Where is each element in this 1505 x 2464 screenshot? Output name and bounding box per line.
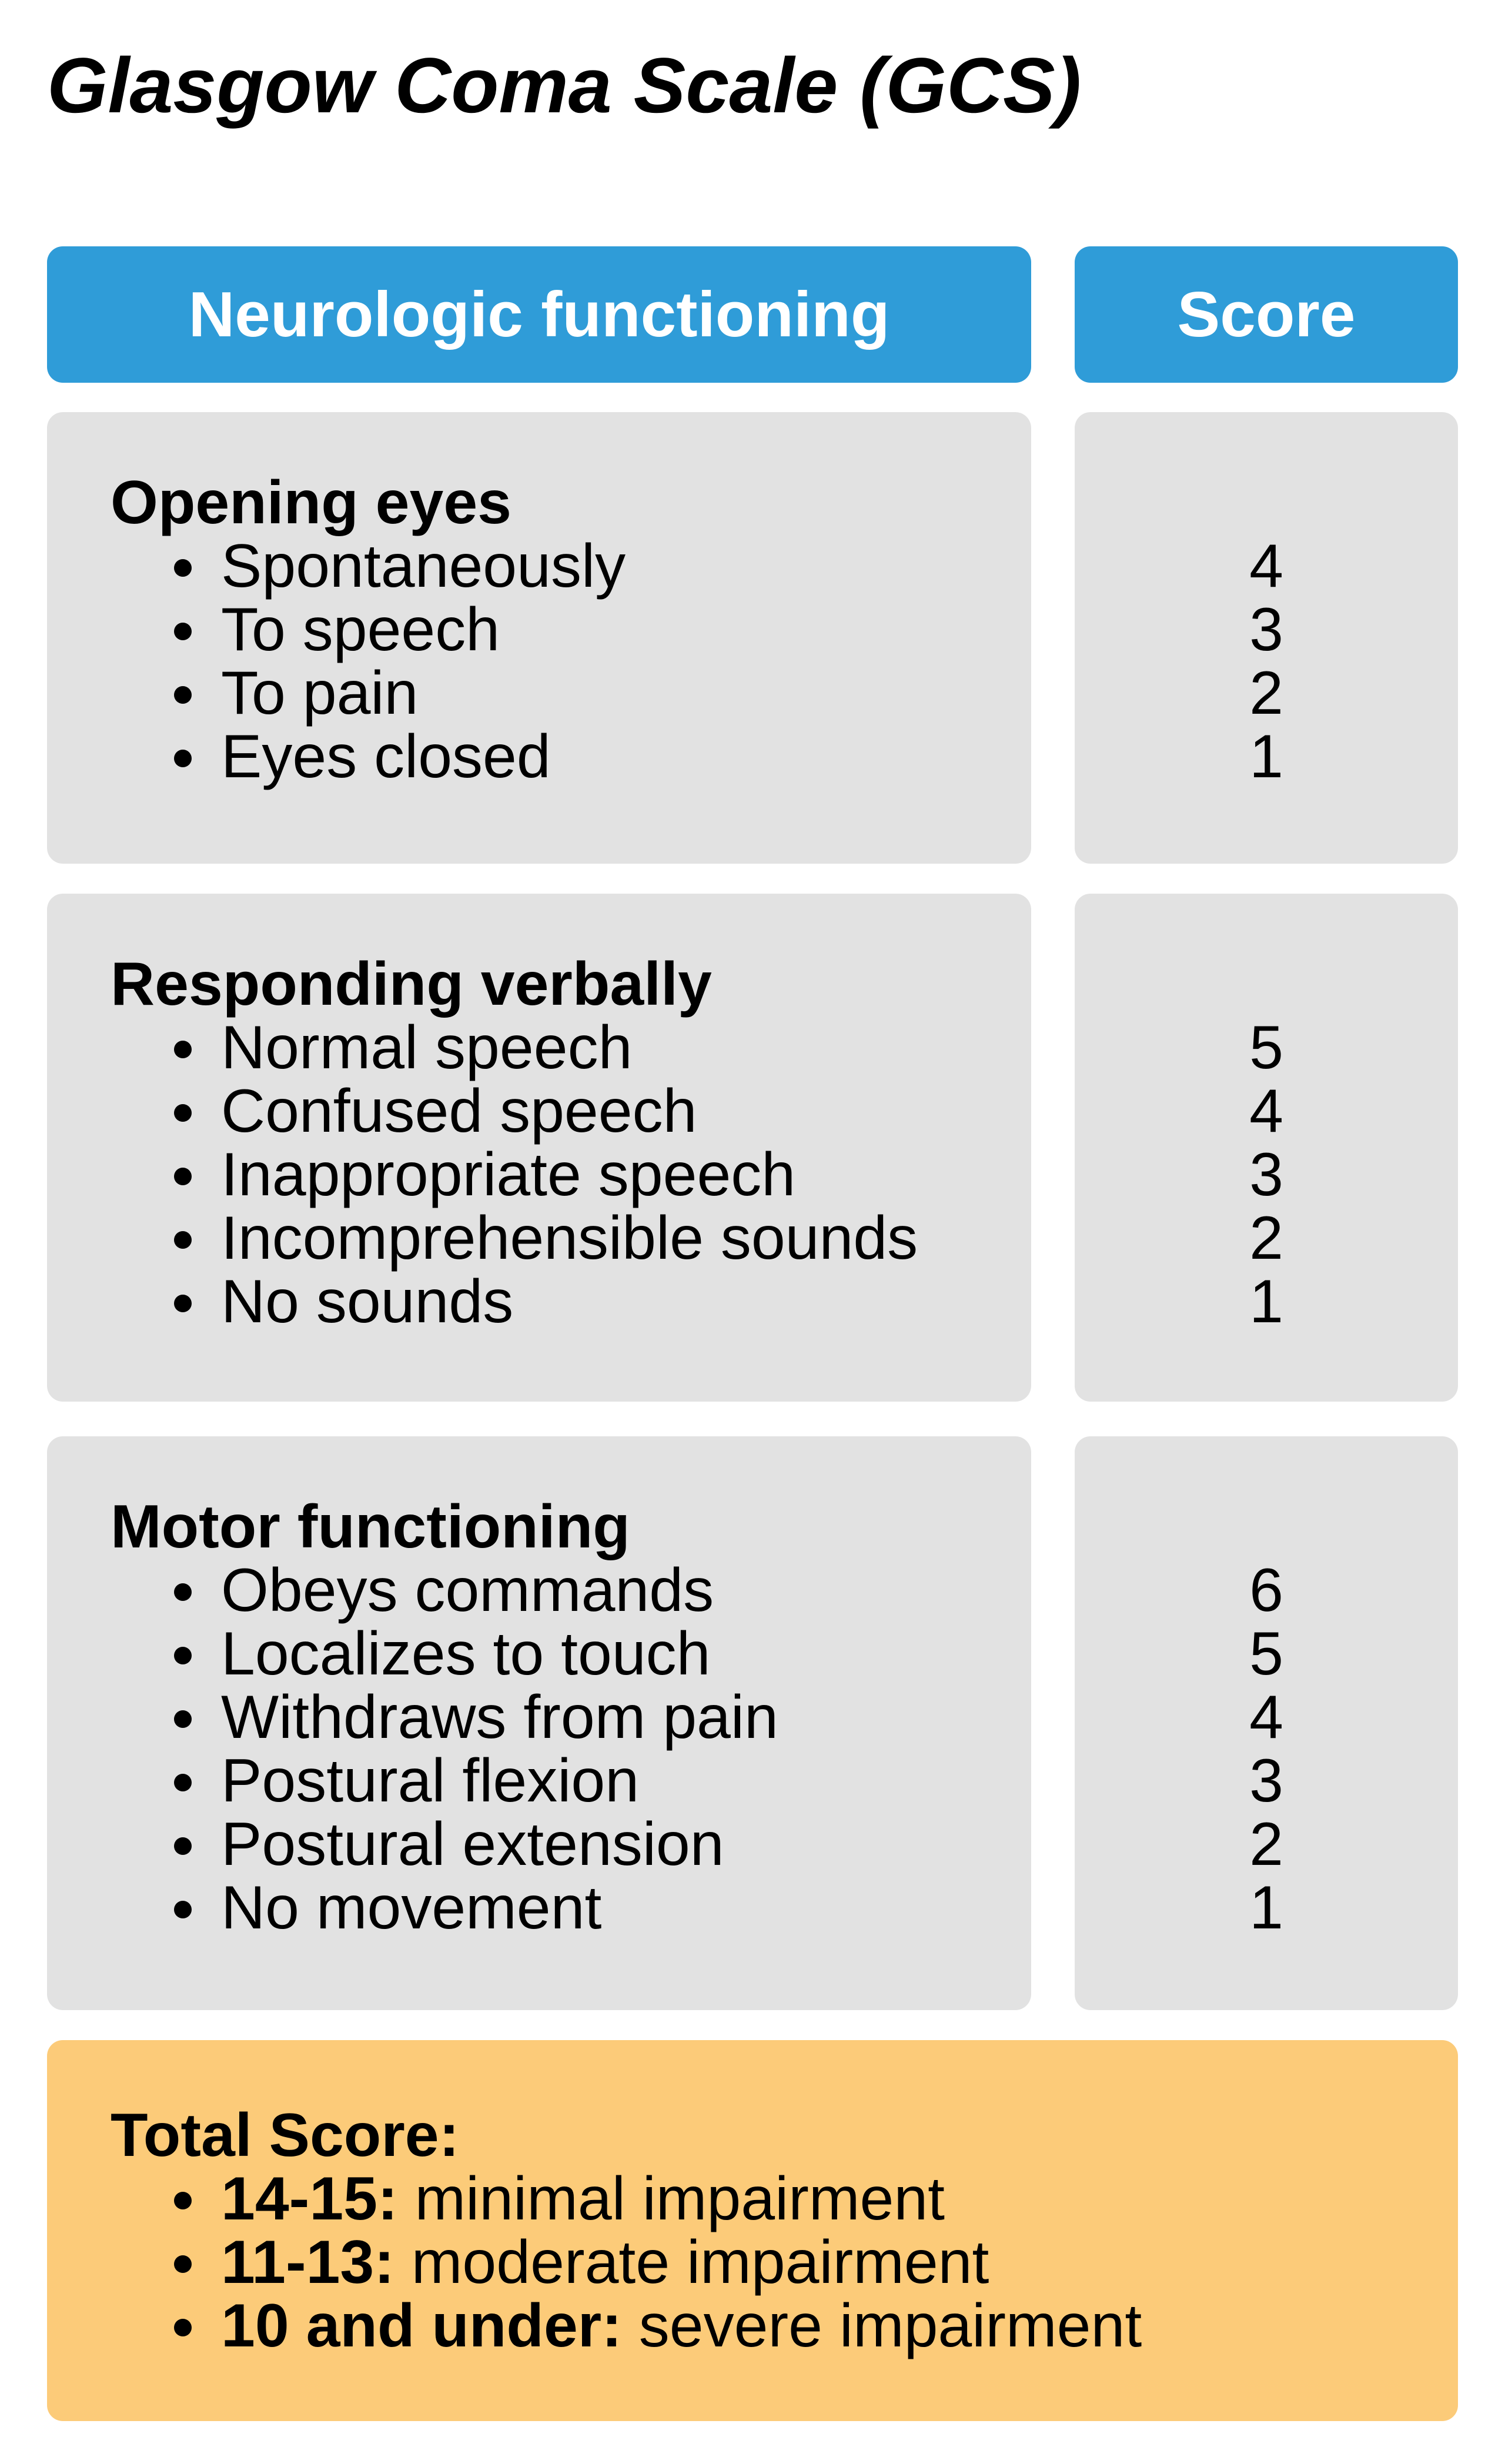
scores-motor-functioning: 6 5 4 3 2 1: [1075, 1436, 1458, 2010]
score-range: 10 and under:: [221, 2292, 622, 2360]
item-list: Spontaneously To speech To pain Eyes clo…: [111, 534, 626, 788]
section-opening-eyes: Opening eyes Spontaneously To speech To …: [47, 412, 1031, 864]
list-item: Postural extension: [111, 1813, 778, 1876]
score-value: 3: [1249, 1747, 1283, 1815]
list-item: Inappropriate speech: [111, 1143, 918, 1206]
item-list: Normal speech Confused speech Inappropri…: [111, 1016, 918, 1333]
score-value: 1: [1249, 1268, 1283, 1336]
list-item: Confused speech: [111, 1079, 918, 1143]
header-right-label: Score: [1177, 279, 1356, 350]
section-title: Responding verbally: [111, 950, 712, 1018]
header-neurologic-functioning: Neurologic functioning: [47, 246, 1031, 383]
score-value: 3: [1249, 1141, 1283, 1209]
list-item: Normal speech: [111, 1016, 918, 1079]
page-title: Glasgow Coma Scale (GCS): [47, 42, 1082, 129]
list-item: To speech: [111, 598, 626, 661]
scores-responding-verbally: 5 4 3 2 1: [1075, 894, 1458, 1402]
total-score-box: Total Score: 14-15: minimal impairment 1…: [47, 2040, 1458, 2421]
list-item: 10 and under: severe impairment: [111, 2294, 1142, 2358]
score-range: 11-13:: [221, 2228, 394, 2296]
score-meaning: severe impairment: [638, 2292, 1142, 2360]
list-item: Incomprehensible sounds: [111, 1206, 918, 1270]
score-range: 14-15:: [221, 2165, 398, 2233]
total-score-title: Total Score:: [111, 2101, 460, 2169]
list-item: 11-13: moderate impairment: [111, 2231, 1142, 2294]
section-title: Motor functioning: [111, 1493, 630, 1561]
score-value: 4: [1249, 1683, 1283, 1751]
score-value: 4: [1249, 532, 1283, 600]
score-value: 1: [1249, 723, 1283, 791]
score-value: 2: [1249, 1810, 1283, 1878]
list-item: Obeys commands: [111, 1559, 778, 1622]
total-score-list: 14-15: minimal impairment 11-13: moderat…: [111, 2167, 1142, 2358]
header-score: Score: [1075, 246, 1458, 383]
score-value: 2: [1249, 1204, 1283, 1272]
score-meaning: minimal impairment: [414, 2165, 945, 2233]
list-item: Eyes closed: [111, 725, 626, 788]
list-item: 14-15: minimal impairment: [111, 2167, 1142, 2231]
section-motor-functioning: Motor functioning Obeys commands Localiz…: [47, 1436, 1031, 2010]
score-value: 4: [1249, 1077, 1283, 1145]
list-item: No sounds: [111, 1270, 918, 1333]
score-value: 6: [1249, 1556, 1283, 1624]
score-meaning: moderate impairment: [411, 2228, 989, 2296]
list-item: Postural flexion: [111, 1749, 778, 1813]
list-item: To pain: [111, 661, 626, 725]
list-item: Withdraws from pain: [111, 1686, 778, 1749]
list-item: Spontaneously: [111, 534, 626, 598]
score-value: 1: [1249, 1874, 1283, 1942]
score-value: 5: [1249, 1620, 1283, 1688]
score-value: 3: [1249, 596, 1283, 664]
section-responding-verbally: Responding verbally Normal speech Confus…: [47, 894, 1031, 1402]
score-value: 2: [1249, 659, 1283, 727]
list-item: No movement: [111, 1876, 778, 1940]
scores-opening-eyes: 4 3 2 1: [1075, 412, 1458, 864]
section-title: Opening eyes: [111, 469, 511, 537]
header-left-label: Neurologic functioning: [188, 279, 890, 350]
list-item: Localizes to touch: [111, 1622, 778, 1686]
score-value: 5: [1249, 1014, 1283, 1082]
item-list: Obeys commands Localizes to touch Withdr…: [111, 1559, 778, 1940]
